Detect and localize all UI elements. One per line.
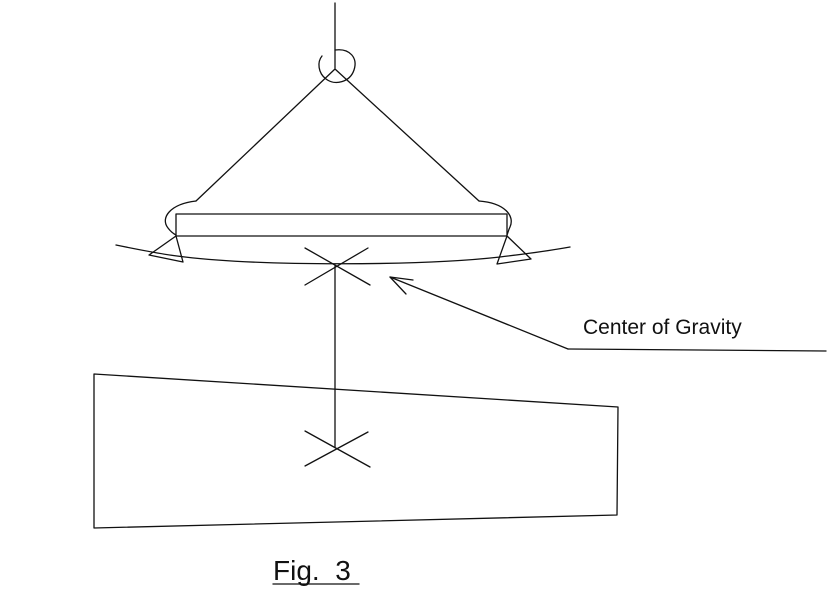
crane-hook — [318, 2, 356, 84]
sling-left — [195, 68, 336, 202]
center-of-gravity-label: Center of Gravity — [583, 316, 742, 339]
leader-diagonal — [389, 276, 569, 350]
figure-caption: Fig. 3 — [273, 555, 351, 586]
load-body — [93, 373, 619, 529]
right-support-triangle — [496, 235, 532, 265]
cog-mark-lower — [304, 430, 371, 468]
suspension-arc — [115, 235, 571, 265]
sling-right — [334, 68, 480, 202]
spreader-bar — [164, 200, 512, 237]
spreader-beam — [175, 213, 508, 237]
cog-leader — [389, 276, 827, 352]
sling — [195, 68, 480, 202]
leader-horizontal — [567, 348, 827, 352]
leader-arrowhead — [389, 276, 414, 295]
left-support-triangle — [148, 235, 184, 263]
arc-line — [115, 244, 571, 265]
left-shackle — [164, 200, 197, 236]
right-shackle — [478, 200, 512, 236]
hook-loop — [318, 49, 356, 84]
cog-mark-upper — [304, 247, 371, 286]
